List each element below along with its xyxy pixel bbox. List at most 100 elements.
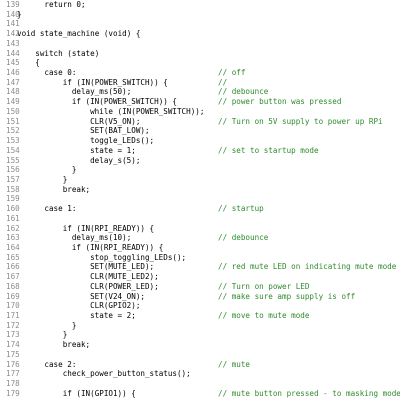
code-text: if (IN(GPIO1)) { (62, 388, 136, 398)
code-line[interactable]: 144 switch (state) (0, 49, 400, 59)
code-comment: // startup (218, 204, 264, 214)
line-number: 178 (6, 379, 20, 389)
code-text: } (62, 174, 68, 184)
code-line[interactable]: 173} (0, 330, 400, 340)
code-line[interactable]: 174 break; (0, 340, 400, 350)
code-text: break; (62, 340, 91, 350)
code-line[interactable]: 141 (0, 19, 400, 29)
code-text: break; (62, 184, 91, 194)
code-line[interactable]: 158 break; (0, 185, 400, 195)
code-line[interactable]: 145 { (0, 58, 400, 68)
code-line[interactable]: 143 (0, 39, 400, 49)
code-line[interactable]: 156} (0, 165, 400, 175)
line-number: 177 (6, 369, 20, 379)
code-comment: // mute (218, 359, 251, 369)
code-line[interactable]: 157} (0, 175, 400, 185)
line-number: 146 (6, 68, 20, 78)
line-number: 164 (6, 243, 20, 252)
code-comment: // (218, 77, 228, 87)
code-line[interactable]: 172} (0, 321, 400, 331)
code-comment: // debounce (218, 233, 269, 243)
line-number: 153 (6, 136, 20, 146)
line-number: 144 (6, 48, 20, 58)
code-text: SET(MUTE_LED); (90, 262, 155, 272)
code-text: delay_ms(50); (71, 87, 132, 97)
code-line[interactable]: 162 if (IN(RPI_READY)) { (0, 224, 400, 234)
code-comment: // debounce (218, 87, 269, 97)
code-line[interactable]: 139 return 0; (0, 0, 400, 10)
code-text: return 0; (44, 0, 86, 9)
code-text: } (62, 330, 68, 340)
code-line[interactable]: 175 (0, 350, 400, 360)
code-comment: // Turn on power LED (218, 281, 310, 291)
code-comment: // set to startup mode (218, 145, 319, 155)
code-line[interactable]: 159 (0, 194, 400, 204)
code-comment: // red mute LED on indicating mute mode (218, 262, 397, 272)
code-text: stop_toggling_LEDs(); (90, 252, 187, 262)
line-number: 160 (6, 204, 20, 214)
line-number: 158 (6, 184, 20, 194)
code-text: } (71, 165, 77, 175)
line-number: 139 (6, 0, 20, 9)
code-comment: // make sure amp supply is off (218, 291, 356, 301)
line-number: 161 (6, 213, 20, 223)
line-number: 151 (6, 116, 20, 126)
code-comment: // mute button pressed - to masking mode (218, 388, 400, 398)
line-number: 176 (6, 359, 20, 369)
code-text: CLR(GPIO2); (90, 301, 141, 311)
code-text: case 2: (44, 359, 77, 369)
code-line[interactable]: 161 (0, 214, 400, 224)
code-text: switch (state) (35, 48, 100, 58)
code-text: delay_s(5); (90, 155, 141, 165)
line-number: 168 (6, 281, 20, 291)
code-line[interactable]: 166 SET(MUTE_LED); // red mute LED on indi… (0, 262, 400, 272)
code-line[interactable]: 165 stop_toggling_LEDs(); (0, 253, 400, 263)
code-text: SET(V24_ON); (90, 291, 145, 301)
line-number: 166 (6, 262, 20, 272)
code-text: } (71, 320, 77, 330)
line-number: 145 (6, 58, 20, 68)
line-number: 174 (6, 340, 20, 350)
code-comment: // power button was pressed (218, 97, 342, 107)
code-text: SET(BAT_LOW); (90, 126, 150, 136)
code-comment: // Turn on 5V supply to power up RPi (218, 116, 383, 126)
line-number: 162 (6, 223, 20, 233)
code-line[interactable]: 176 case 2: // mute (0, 360, 400, 370)
code-text: while (IN(POWER_SWITCH)); (90, 106, 205, 116)
code-text: state = 2; (90, 311, 136, 321)
code-line[interactable]: 140} (0, 10, 400, 20)
code-text: if (IN(POWER_SWITCH)) { (62, 77, 168, 87)
code-text: CLR(V5_ON); (90, 116, 141, 126)
line-number: 149 (6, 97, 20, 107)
line-number: 175 (6, 349, 20, 359)
code-line[interactable]: 151 CLR(V5_ON); // Turn on 5V supply to po… (0, 117, 400, 127)
line-number: 165 (6, 252, 20, 262)
code-text: { (35, 58, 40, 68)
code-line[interactable]: 178 (0, 379, 400, 389)
code-text: void state_machine (void) { (17, 29, 141, 39)
code-text: if (IN(RPI_READY)) { (62, 223, 155, 233)
line-number: 156 (6, 165, 20, 175)
code-text: state = 1; (90, 145, 136, 155)
